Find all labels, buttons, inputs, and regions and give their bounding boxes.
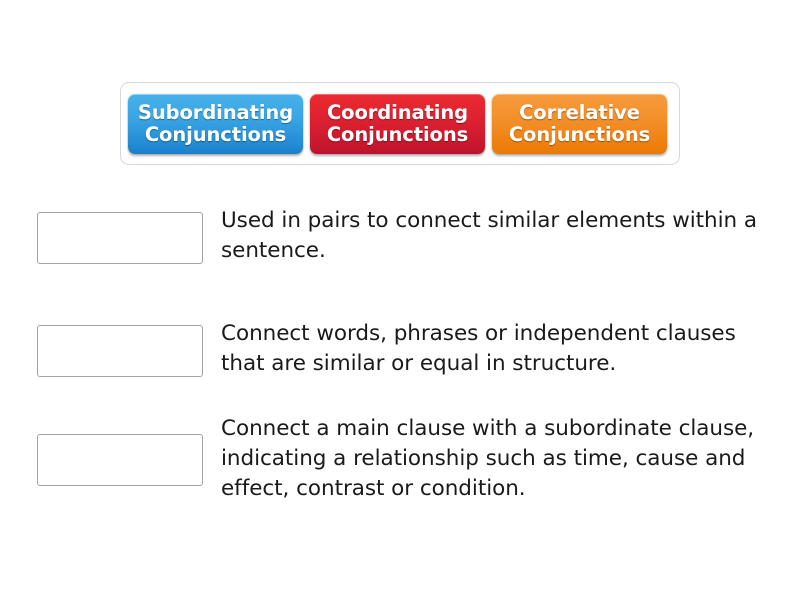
tile-label-coordinating: Coordinating Conjunctions — [327, 102, 468, 144]
tile-label-line2: Conjunctions — [326, 122, 469, 146]
tile-label-subordinating: Subordinating Conjunctions — [138, 102, 293, 144]
draggable-tile-subordinating[interactable]: Subordinating Conjunctions — [128, 93, 303, 154]
dropzone-1[interactable] — [37, 212, 203, 264]
draggable-tile-coordinating[interactable]: Coordinating Conjunctions — [310, 93, 485, 154]
tile-label-line1: Coordinating — [326, 101, 469, 125]
question-row-2: Connect words, phrases or independent cl… — [0, 292, 800, 379]
draggable-tile-tray: Subordinating Conjunctions Coordinating … — [120, 82, 680, 165]
question-text-3: Connect a main clause with a subordinate… — [221, 416, 755, 501]
tile-label-line1: Subordinating — [137, 101, 294, 125]
question-row-1: Used in pairs to connect similar element… — [0, 196, 800, 270]
question-row-3: Connect a main clause with a subordinate… — [0, 401, 800, 504]
draggable-tile-correlative[interactable]: Correlative Conjunctions — [492, 93, 667, 154]
question-text-2: Connect words, phrases or independent cl… — [221, 321, 736, 376]
dropzone-2[interactable] — [37, 325, 203, 377]
dropzone-3[interactable] — [37, 434, 203, 486]
question-text-1: Used in pairs to connect similar element… — [221, 208, 758, 263]
question-list: Used in pairs to connect similar element… — [0, 196, 800, 526]
tile-label-correlative: Correlative Conjunctions — [509, 102, 650, 144]
tile-label-line1: Correlative — [519, 101, 640, 125]
tile-label-line2: Conjunctions — [508, 122, 651, 146]
tile-label-line2: Conjunctions — [144, 122, 287, 146]
